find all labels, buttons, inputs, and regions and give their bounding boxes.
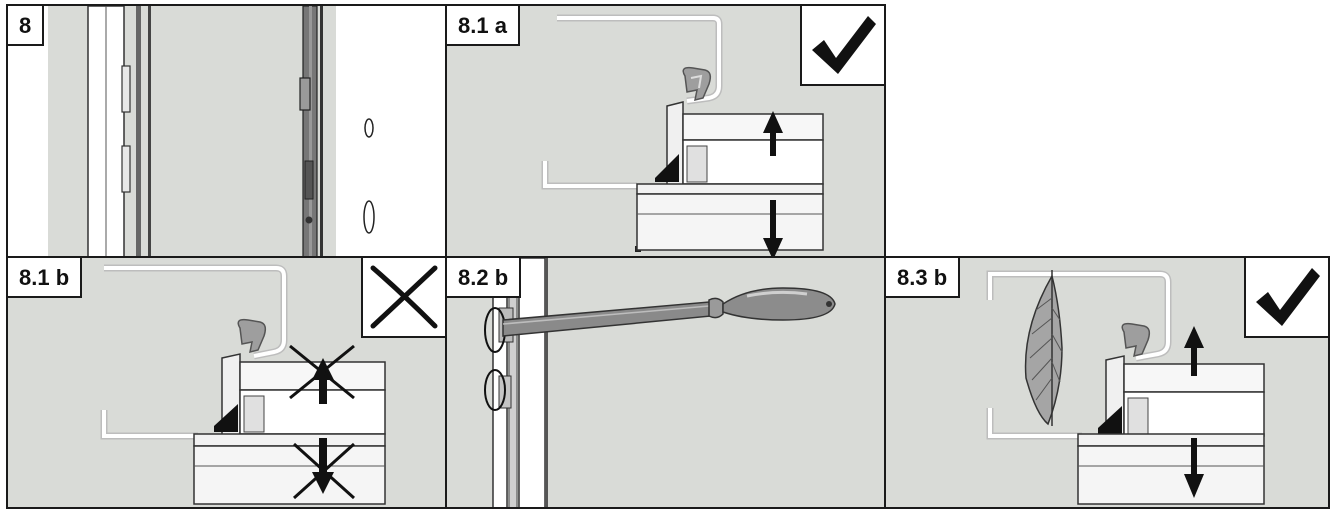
panel-8-2b: 8.2 b — [445, 256, 886, 509]
panel-8-3b: 8.3 b — [884, 256, 1330, 509]
panel-label: 8.1 b — [8, 258, 83, 298]
correct-badge — [1244, 258, 1328, 338]
checkmark-icon — [1256, 268, 1320, 326]
panel-8-1a: 8.1 a — [445, 4, 886, 258]
wrong-badge — [361, 258, 445, 338]
adjustment-tool-diagram — [447, 258, 884, 507]
door-frame-front-view — [8, 6, 445, 256]
panel-8: 8 — [6, 4, 447, 258]
feather-test-diagram — [986, 270, 1265, 505]
panel-label: 8.2 b — [447, 258, 522, 298]
panel-label: 8 — [8, 6, 45, 46]
panel-8-1b: 8.1 b — [6, 256, 447, 509]
checkmark-icon — [812, 16, 876, 74]
cross-icon — [370, 265, 438, 329]
correct-badge — [800, 6, 884, 86]
gasket-wrong-diagram — [100, 264, 386, 505]
gasket-check-diagram — [541, 14, 824, 256]
panel-label: 8.3 b — [886, 258, 961, 298]
panel-label: 8.1 a — [447, 6, 520, 46]
